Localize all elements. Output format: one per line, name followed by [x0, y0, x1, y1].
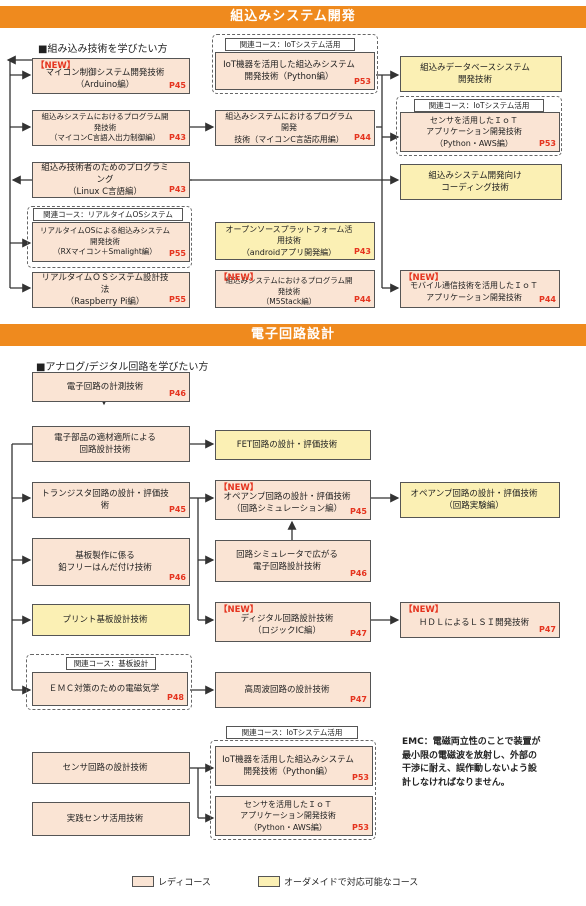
page-ref: P53 — [354, 77, 371, 87]
course-m5stack[interactable]: 【NEW】 組込みシステムにおけるプログラム開発技術 （M5Stack編） P4… — [215, 270, 375, 308]
course-mcu-c-io[interactable]: 組込みシステムにおけるプログラム開発技術 （マイコンC言語入出力制御編） P43 — [32, 110, 190, 146]
course-iot-python-2[interactable]: IoT機器を活用した組込みシステム 開発技術（Python編） P53 — [215, 746, 373, 786]
emc-note: EMC：電磁両立性のことで装置が 最小限の電磁波を放射し、外部の 干渉に耐え、誤… — [402, 737, 541, 788]
course-fet[interactable]: FET回路の設計・評価技術 — [215, 430, 371, 460]
page-ref: P46 — [350, 569, 367, 579]
page-ref: P46 — [169, 389, 186, 399]
legend-swatch-ready — [132, 876, 154, 887]
course-transistor[interactable]: トランジスタ回路の設計・評価技術 P45 — [32, 482, 190, 518]
new-badge: 【NEW】 — [219, 605, 259, 615]
related-course-tag-iot-2: 関連コース：IoTシステム活用 — [414, 99, 544, 112]
section-subtitle-circuit: ■アナログ/デジタル回路を学びたい方 — [36, 362, 209, 373]
page-ref: P45 — [169, 81, 186, 91]
related-course-tag-iot-1: 関連コース：IoTシステム活用 — [225, 38, 355, 51]
course-rtos-rx[interactable]: リアルタイムOSによる組込みシステム開発技術 （RXマイコン＋Smalight編… — [32, 222, 190, 262]
page-ref: P43 — [354, 247, 371, 257]
page-ref: P47 — [350, 695, 367, 705]
new-badge: 【NEW】 — [404, 273, 444, 283]
new-badge: 【NEW】 — [36, 61, 76, 71]
related-course-group-iot-3 — [210, 740, 376, 840]
new-badge: 【NEW】 — [404, 605, 444, 615]
page-ref: P55 — [169, 249, 186, 259]
course-sensor-iot-aws-2[interactable]: センサを活用したＩｏＴ アプリケーション開発技術 （Python・AWS編） P… — [215, 796, 373, 836]
page-ref: P48 — [167, 693, 184, 703]
page-ref: P45 — [350, 507, 367, 517]
course-iot-python[interactable]: IoT機器を活用した組込みシステム 開発技術（Python編） P53 — [215, 52, 375, 90]
course-sensor-iot-aws[interactable]: センサを活用したＩｏＴ アプリケーション開発技術 （Python・AWS編） P… — [400, 112, 560, 152]
page-ref: P47 — [350, 629, 367, 639]
page-ref: P55 — [169, 295, 186, 305]
related-course-group-rtos — [27, 206, 192, 268]
course-emc[interactable]: ＥＭＣ対策のための電磁気学 P48 — [32, 672, 188, 706]
page-ref: P45 — [169, 505, 186, 515]
course-component-selection[interactable]: 電子部品の適材適所による 回路設計技術 — [32, 426, 190, 462]
page-ref: P44 — [539, 295, 556, 305]
page-ref: P46 — [169, 573, 186, 583]
course-sensor-circuit[interactable]: センサ回路の設計技術 — [32, 752, 190, 784]
course-rtos-raspi[interactable]: リアルタイムＯＳシステム設計技法 （Raspberry Pi編） P55 — [32, 272, 190, 308]
legend-swatch-custom — [258, 876, 280, 887]
course-embedded-db[interactable]: 組込みデータベースシステム 開発技術 — [400, 56, 562, 92]
page-ref: P43 — [169, 133, 186, 143]
course-measurement[interactable]: 電子回路の計測技術 P46 — [32, 372, 190, 402]
related-course-group-iot-1 — [212, 34, 378, 94]
related-course-tag-board: 関連コース：基板設計 — [66, 657, 156, 670]
course-android[interactable]: オープンソースプラットフォーム活用技術 （androidアプリ開発編） P43 — [215, 222, 375, 260]
related-course-tag-rtos: 関連コース：リアルタイムOSシステム — [33, 208, 183, 221]
course-linux-c[interactable]: 組込み技術者のためのプログラミング （Linux C言語編） P43 — [32, 162, 190, 198]
course-pcb-design[interactable]: プリント基板設計技術 — [32, 604, 190, 636]
page-ref: P47 — [539, 625, 556, 635]
page-ref: P44 — [354, 133, 371, 143]
page-ref: P53 — [352, 823, 369, 833]
course-mobile-iot[interactable]: 【NEW】 モバイル通信技術を活用したＩｏＴ アプリケーション開発技術 P44 — [400, 270, 560, 308]
new-badge: 【NEW】 — [219, 483, 259, 493]
course-lead-free-soldering[interactable]: 基板製作に係る 鉛フリーはんだ付け技術 P46 — [32, 538, 190, 586]
course-digital-logic[interactable]: 【NEW】 ディジタル回路設計技術 （ロジックIC編） P47 — [215, 602, 371, 642]
course-arduino[interactable]: 【NEW】 マイコン制御システム開発技術 （Arduino編） P45 — [32, 58, 190, 94]
section-banner-embedded: 組込みシステム開発 — [0, 6, 586, 28]
course-hdl-lsi[interactable]: 【NEW】 ＨＤＬによるＬＳＩ開発技術 P47 — [400, 602, 560, 638]
course-opamp-sim[interactable]: 【NEW】 オペアンプ回路の設計・評価技術 （回路シミュレーション編） P45 — [215, 480, 371, 520]
section-subtitle-embedded: ■組み込み技術を学びたい方 — [38, 44, 168, 55]
page-ref: P43 — [169, 185, 186, 195]
course-practical-sensor[interactable]: 実践センサ活用技術 — [32, 802, 190, 836]
course-mcu-c-advanced[interactable]: 組込みシステムにおけるプログラム開発 技術（マイコンC言語応用編） P44 — [215, 110, 375, 146]
page-ref: P53 — [352, 773, 369, 783]
course-opamp-experiment[interactable]: オペアンプ回路の設計・評価技術 （回路実験編） — [400, 482, 560, 518]
course-high-frequency[interactable]: 高周波回路の設計技術 P47 — [215, 672, 371, 708]
course-circuit-simulator[interactable]: 回路シミュレータで広がる 電子回路設計技術 P46 — [215, 540, 371, 582]
course-embedded-coding[interactable]: 組込みシステム開発向け コーディング技術 — [400, 164, 562, 200]
legend-label-ready: レディコース — [158, 878, 211, 888]
page-ref: P44 — [354, 295, 371, 305]
related-course-group-board — [26, 654, 192, 710]
section-banner-circuit: 電子回路設計 — [0, 324, 586, 346]
new-badge: 【NEW】 — [219, 273, 259, 283]
legend-label-custom: オーダメイドで対応可能なコース — [284, 878, 419, 888]
related-course-group-iot-2 — [396, 96, 562, 156]
page-ref: P53 — [539, 139, 556, 149]
related-course-tag-iot-3: 関連コース：IoTシステム活用 — [226, 726, 358, 739]
